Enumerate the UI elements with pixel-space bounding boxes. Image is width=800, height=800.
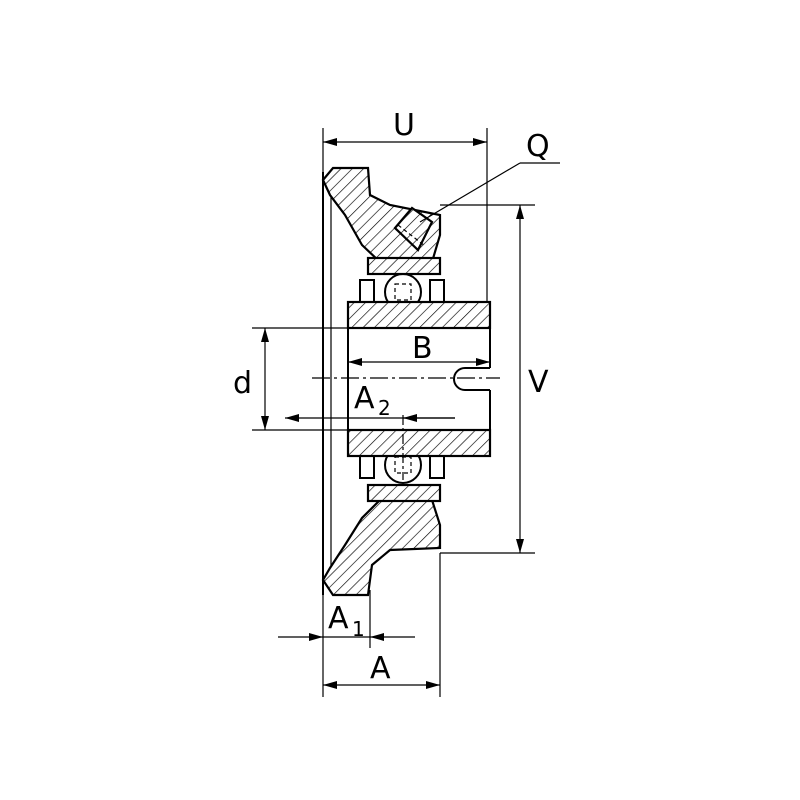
label-B: B — [412, 331, 433, 366]
dimension-d: d — [233, 327, 348, 431]
inner-ring-upper — [346, 300, 492, 330]
seal-upper-right — [429, 279, 445, 303]
label-A1-subscript: 1 — [352, 617, 365, 641]
seal-upper-left — [359, 279, 375, 303]
dimension-Q: Q — [419, 129, 560, 223]
dimension-B: B — [348, 331, 490, 366]
inner-ring-lower — [346, 428, 492, 458]
seal-lower-right — [429, 455, 445, 479]
label-Q: Q — [526, 129, 550, 164]
dimension-V: V — [440, 204, 549, 554]
dimension-A2: A 2 — [285, 381, 455, 422]
dimension-A: A — [322, 553, 441, 697]
keyway-slot — [453, 367, 490, 391]
label-A: A — [370, 651, 391, 686]
label-V: V — [528, 365, 549, 400]
label-U: U — [393, 108, 415, 143]
outer-ring-upper — [366, 256, 442, 276]
grease-nipple — [393, 206, 434, 252]
housing-lower — [321, 498, 442, 597]
housing-flange — [321, 166, 442, 597]
label-A2-subscript: 2 — [378, 396, 391, 420]
label-A1: A — [328, 601, 349, 636]
outer-ring-lower — [366, 483, 442, 503]
label-A2: A — [354, 381, 375, 416]
seal-lower-left — [359, 455, 375, 479]
dimension-U: U — [322, 108, 488, 302]
label-d: d — [233, 366, 252, 401]
set-screw-upper — [394, 283, 412, 301]
dimension-A1: A 1 — [278, 590, 415, 648]
